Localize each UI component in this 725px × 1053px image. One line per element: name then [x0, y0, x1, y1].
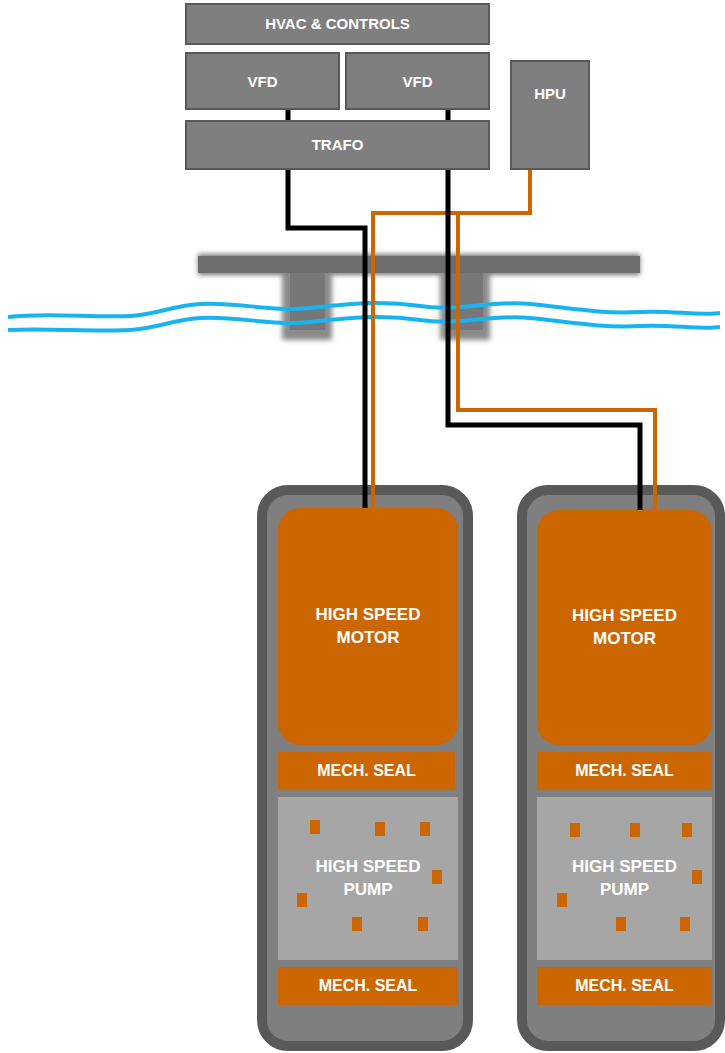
box-label: HIGH SPEED MOTOR: [565, 605, 685, 649]
box-label: MECH. SEAL: [575, 761, 674, 782]
box-label: MECH. SEAL: [317, 761, 416, 782]
box-label: HIGH SPEED PUMP: [308, 856, 428, 900]
pump-box: HIGH SPEED PUMP: [537, 797, 712, 960]
seal-box: MECH. SEAL: [278, 752, 455, 790]
box-label: VFD: [403, 72, 433, 92]
pump-housing: [522, 490, 720, 1046]
hydraulic-line: [458, 170, 655, 510]
power-cable: [448, 110, 640, 510]
box-label: MECH. SEAL: [319, 976, 418, 997]
box-label: VFD: [248, 72, 278, 92]
pump-box: HIGH SPEED PUMP: [278, 797, 458, 960]
box-label: HIGH SPEED PUMP: [565, 856, 685, 900]
seal-box: MECH. SEAL: [278, 967, 458, 1005]
box-label: TRAFO: [312, 135, 364, 155]
vfd-box: VFD: [185, 52, 340, 110]
box-label: HVAC & CONTROLS: [265, 14, 410, 34]
hydraulic-line: [373, 170, 530, 508]
hpu-box: HPU: [510, 60, 590, 170]
offshore-platform: [198, 254, 640, 340]
motor-box: HIGH SPEED MOTOR: [278, 508, 458, 745]
pump-housing: [262, 490, 468, 1046]
control-box: HVAC & CONTROLS: [185, 3, 490, 45]
box-label: HIGH SPEED MOTOR: [308, 604, 428, 648]
seal-box: MECH. SEAL: [537, 752, 712, 790]
seal-box: MECH. SEAL: [537, 967, 712, 1005]
platform-deck: [198, 256, 640, 273]
box-label: MECH. SEAL: [575, 976, 674, 997]
transformer-box: TRAFO: [185, 120, 490, 170]
motor-box: HIGH SPEED MOTOR: [537, 510, 712, 745]
box-label: HPU: [534, 84, 566, 104]
vfd-box: VFD: [345, 52, 490, 110]
